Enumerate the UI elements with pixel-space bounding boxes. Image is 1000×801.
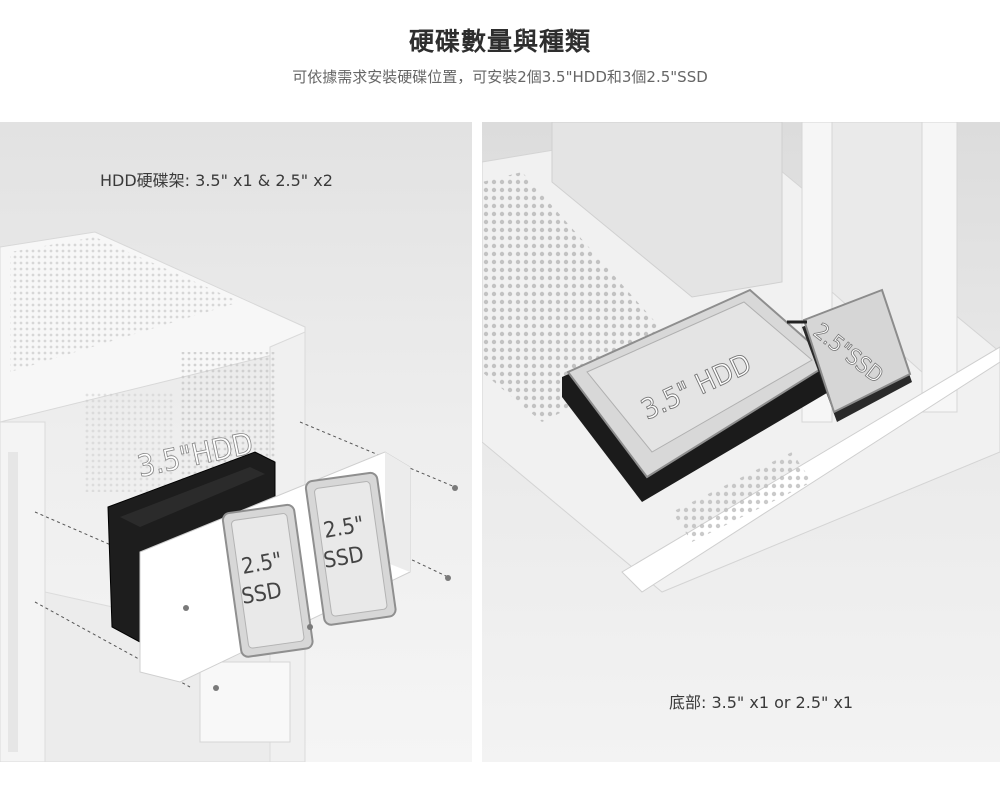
page-title: 硬碟數量與種類: [408, 27, 591, 56]
hdd-cage-image-panel: 3.5"HDD 2.5" SSD 2.5" SSD HDD硬碟架: 3.5" x…: [0, 122, 472, 762]
page-subtitle: 可依據需求安裝硬碟位置，可安裝2個3.5"HDD和3個2.5"SSD: [292, 68, 708, 86]
hdd-cage-illustration: 3.5"HDD 2.5" SSD 2.5" SSD: [0, 231, 458, 762]
bottom-mount-illustration: 3.5" HDD 2.5"SSD: [482, 122, 1000, 593]
bottom-mount-caption: 底部: 3.5" x1 or 2.5" x1: [669, 693, 854, 712]
bottom-mount-image-panel: 3.5" HDD 2.5"SSD 底部: 3.5" x1 or 2.5" x1: [482, 122, 1000, 762]
hdd-cage-caption: HDD硬碟架: 3.5" x1 & 2.5" x2: [100, 171, 333, 190]
